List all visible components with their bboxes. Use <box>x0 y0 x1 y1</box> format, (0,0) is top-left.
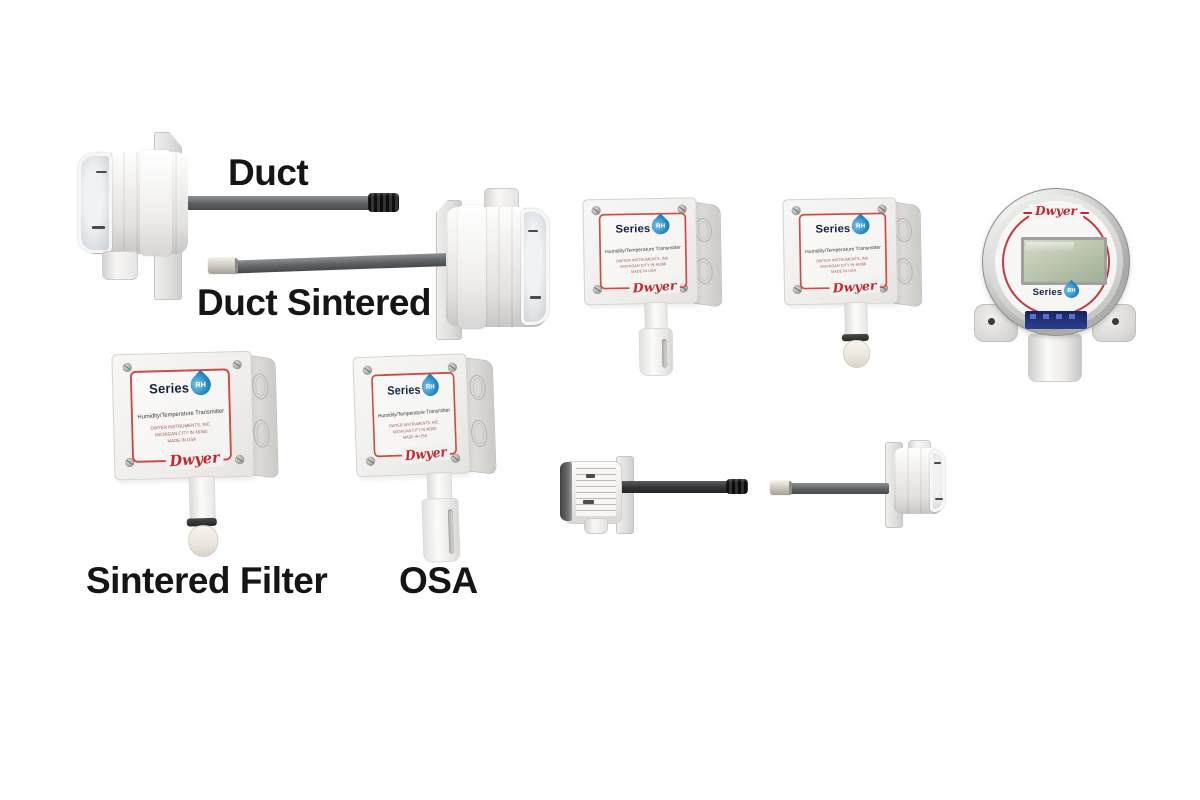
knockout <box>694 216 713 244</box>
marking <box>528 230 538 232</box>
product-label: Series RH Humidity/Temperature Transmitt… <box>798 212 888 296</box>
conduit-fitting <box>584 518 608 534</box>
product-label: Series RH Humidity/Temperature Transmitt… <box>129 368 233 471</box>
label-subtitle: Humidity/Temperature Transmitter <box>804 245 882 255</box>
osa-annotation: OSA <box>399 560 478 601</box>
probe-shaft <box>231 253 449 274</box>
knockout <box>253 418 270 449</box>
ribbed-probe-tip <box>726 479 748 494</box>
mini-duct-probe <box>556 452 756 536</box>
round-lcd-transmitter: Dwyer Series RH <box>968 184 1140 384</box>
conduit-fitting <box>102 251 138 280</box>
label-subtitle: Humidity/Temperature Transmitter <box>377 407 451 420</box>
label-subtitle: Humidity/Temperature Transmitter <box>604 245 682 255</box>
water-drop-icon: RH <box>848 213 874 238</box>
sintered-filter-annotation: Sintered Filter <box>86 560 328 601</box>
spec-label <box>576 466 616 516</box>
water-drop-icon: RH <box>648 213 674 238</box>
osa-transmitter: Series RH Humidity/Temperature Transmitt… <box>344 345 552 572</box>
manufacturer-text: DWYER INSTRUMENTS, INC. MICHIGAN CITY IN… <box>616 255 670 274</box>
terminal-block <box>1025 311 1087 329</box>
sintered-probe-tip <box>208 258 238 274</box>
slotted-probe-shield <box>421 497 461 563</box>
sintered-filter-transmitter: Series RH Humidity/Temperature Transmitt… <box>103 341 309 566</box>
series-text: Series <box>1032 287 1063 298</box>
probe-shaft <box>620 481 730 493</box>
mini-duct-probe-sintered <box>766 436 951 531</box>
product-label: Series RH Humidity/Temperature Transmitt… <box>598 212 688 296</box>
manufacturer-text: DWYER INSTRUMENTS, INC. MICHIGAN CITY IN… <box>816 255 870 274</box>
head-front-cap <box>521 209 549 325</box>
knockout <box>894 216 913 244</box>
probe-tube <box>188 475 216 523</box>
marking <box>583 500 594 504</box>
mounting-hole <box>988 318 995 325</box>
label-subtitle: Humidity/Temperature Transmitter <box>137 408 225 421</box>
probe-tube <box>844 301 868 339</box>
series-row: Series RH <box>801 213 885 238</box>
slotted-probe-shield <box>638 327 674 377</box>
lcd-display <box>1021 237 1107 285</box>
knockout <box>469 373 487 401</box>
series-row: Series RH <box>601 213 685 238</box>
manufacturer-text: DWYER INSTRUMENTS, INC. MICHIGAN CITY IN… <box>150 421 212 444</box>
sintered-cap <box>187 524 219 558</box>
marking <box>96 171 107 173</box>
series-text: Series <box>615 222 651 236</box>
marking <box>586 474 595 478</box>
mounting-hole <box>1112 318 1119 325</box>
knockout <box>695 256 713 286</box>
head-collar <box>458 205 486 329</box>
water-drop-icon: RH <box>418 373 443 400</box>
knockout <box>470 418 488 448</box>
marking <box>935 498 943 500</box>
marking <box>934 462 941 464</box>
probe-shaft <box>787 483 889 494</box>
series-row: Series RH <box>373 373 453 400</box>
manufacturer-text: DWYER INSTRUMENTS, INC. MICHIGAN CITY IN… <box>388 419 440 440</box>
probe-shaft <box>186 196 370 210</box>
series-row: Series RH <box>983 279 1129 302</box>
wall-transmitter-slotted: Series RH Humidity/Temperature Transmitt… <box>576 191 739 389</box>
sintered-probe-tip <box>770 481 792 495</box>
marking <box>530 296 541 299</box>
series-text: Series <box>148 380 190 397</box>
series-row: Series RH <box>132 369 228 400</box>
ribbed-probe-tip <box>368 193 399 212</box>
marking <box>92 226 105 229</box>
head-front-rim <box>560 462 572 521</box>
product-label: Series RH Humidity/Temperature Transmitt… <box>371 371 458 465</box>
pipe-fitting <box>1028 334 1082 382</box>
wall-transmitter-sintered: Series RH Humidity/Temperature Transmitt… <box>776 191 939 389</box>
duct-annotation: Duct <box>228 152 309 193</box>
series-text: Series <box>815 222 851 236</box>
water-drop-icon: RH <box>186 369 216 400</box>
knockout <box>895 256 913 286</box>
series-text: Series <box>387 382 421 398</box>
head-front-cap <box>930 450 945 512</box>
dwyer-logo: Dwyer <box>1023 204 1089 218</box>
head-front-cap <box>78 153 112 253</box>
head-collar <box>140 150 172 256</box>
knockout <box>251 372 269 401</box>
sintered-cap <box>842 339 871 369</box>
duct-sintered-annotation: Duct Sintered <box>197 282 432 323</box>
gauge-bezel: Dwyer Series RH <box>982 188 1130 336</box>
